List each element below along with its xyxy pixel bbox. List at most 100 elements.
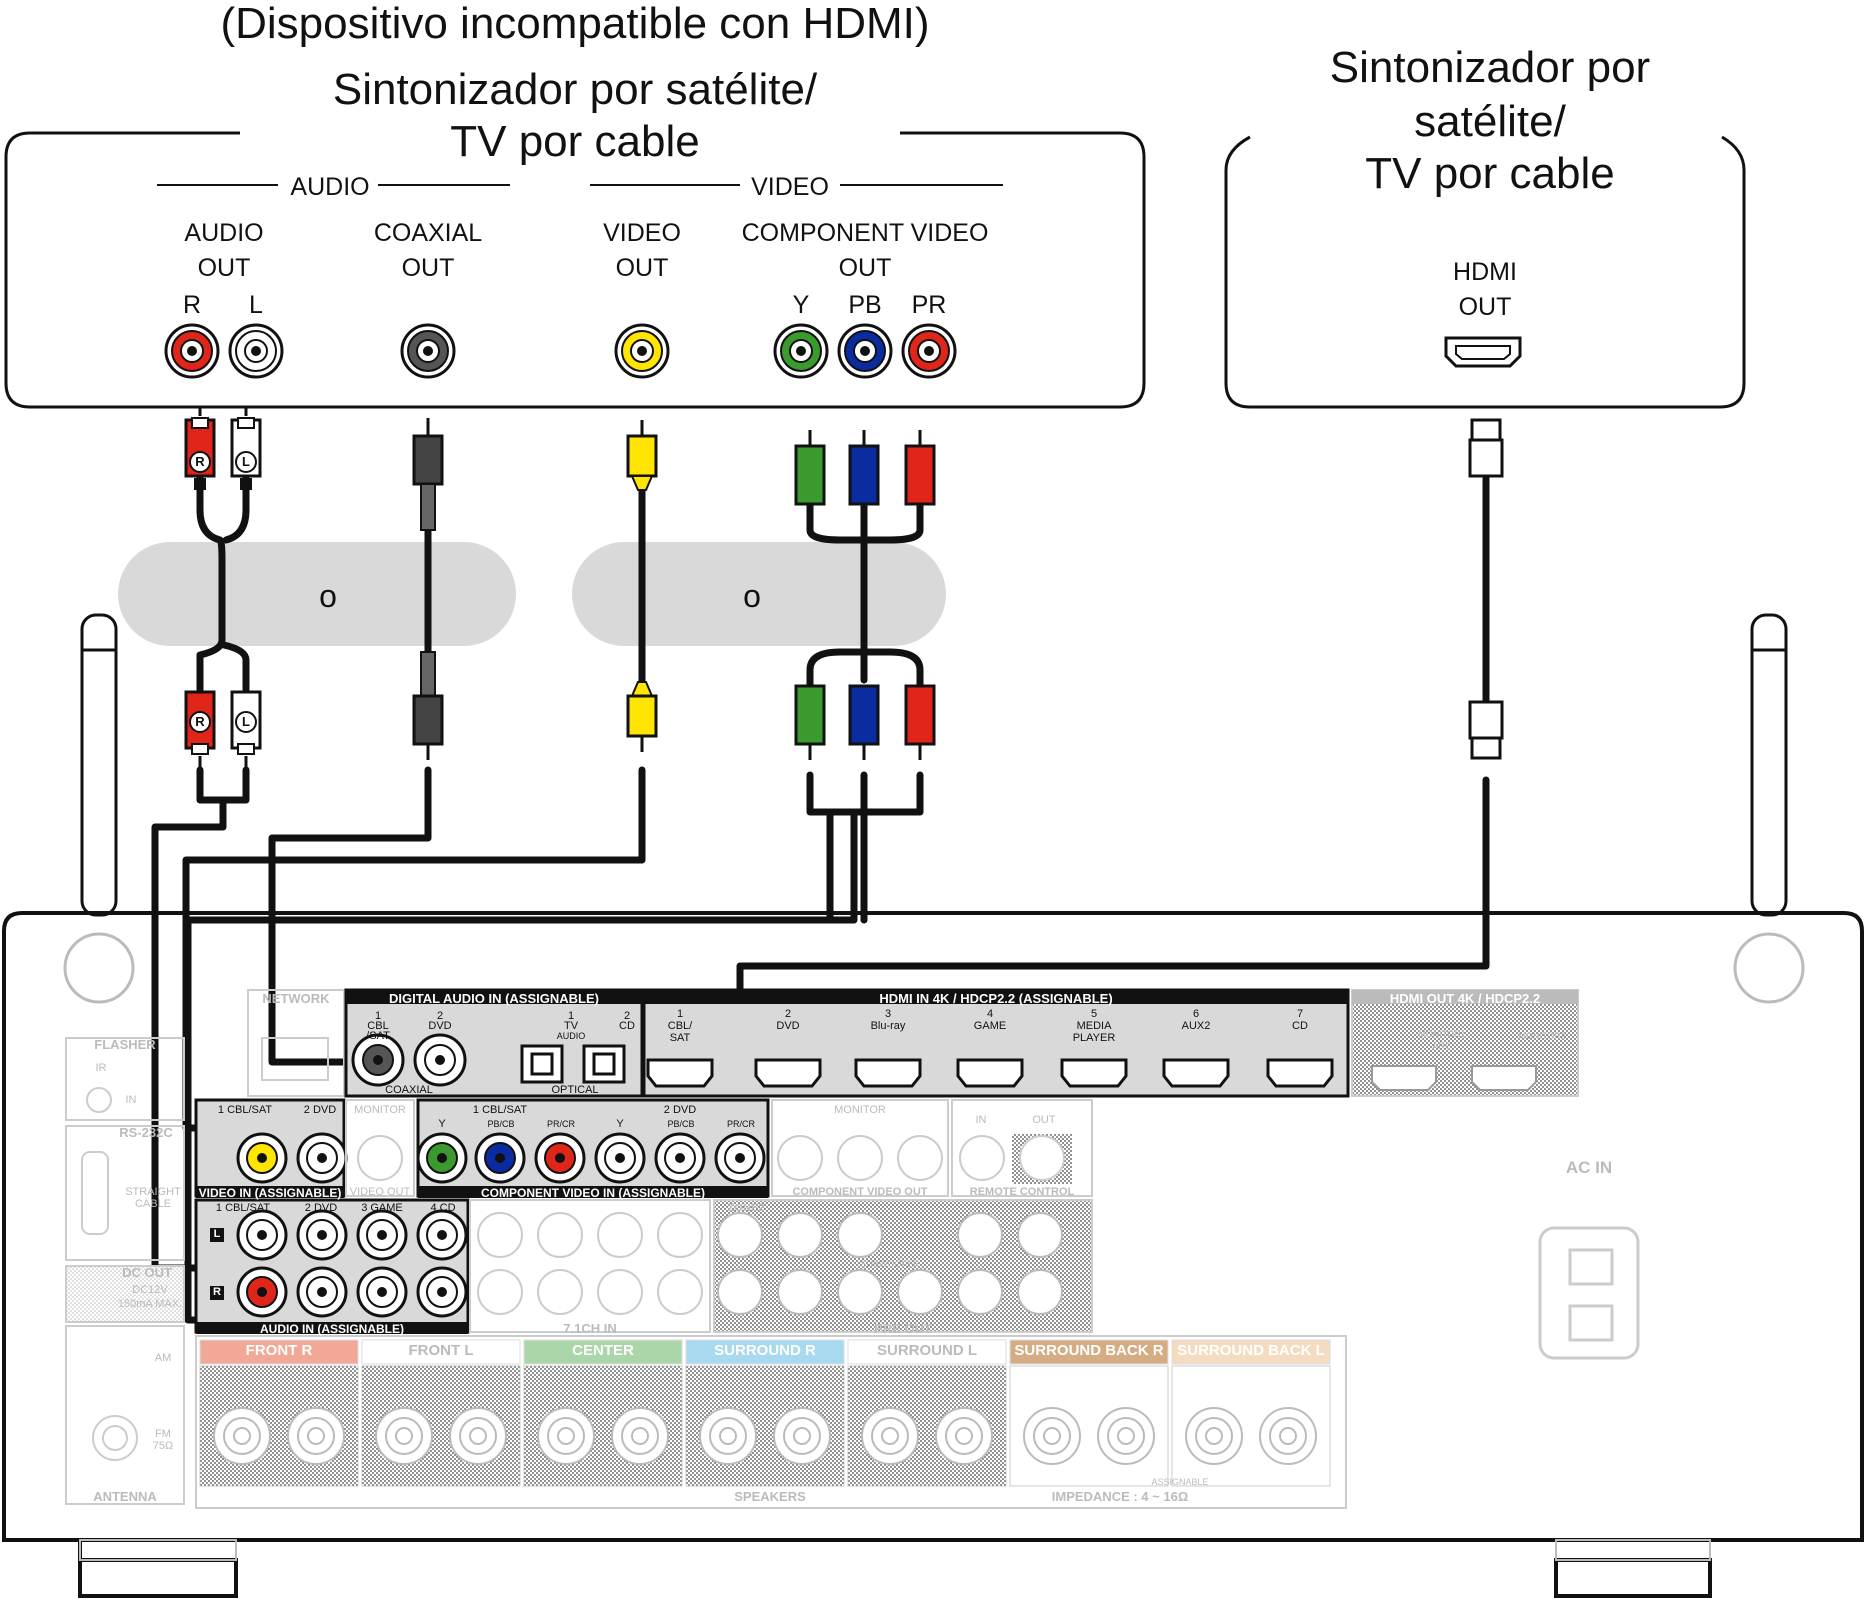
assignable-label: ASSIGNABLE <box>1151 1477 1209 1487</box>
opt-1b: TV <box>563 1020 579 1032</box>
ir-label: IR <box>95 1062 107 1074</box>
component-2-label: 2 DVD <box>663 1104 697 1116</box>
hdmi-input-name-4: GAME <box>973 1020 1007 1032</box>
speaker-post-2-2 <box>469 1427 487 1445</box>
hdmi-out-label: HDMI OUT 4K / HDCP2.2 <box>1389 991 1541 1006</box>
speaker-post-4-1 <box>719 1427 737 1445</box>
opt-2b: CD <box>619 1020 635 1032</box>
hdmi-input-num-4: 4 <box>986 1008 994 1020</box>
flasher-label: FLASHER <box>94 1037 156 1052</box>
dig-1c: /SAT <box>366 1030 390 1042</box>
network-label: NETWORK <box>262 991 330 1006</box>
remote-in-label: IN <box>975 1114 987 1126</box>
video-out-label-2: OUT <box>615 254 669 282</box>
speaker-terminal-block <box>195 1335 1347 1509</box>
component-plugs-top <box>794 430 936 506</box>
speaker-post-2-1 <box>395 1427 413 1445</box>
audio-in-l-mark: L <box>213 1228 221 1240</box>
speaker-label-4: SURROUND R <box>714 1342 816 1359</box>
audio-in-1-label: 1 CBL/SAT <box>215 1202 271 1214</box>
speaker-label-6: SURROUND BACK R <box>1014 1342 1164 1359</box>
group-audio-label: AUDIO <box>290 173 370 201</box>
video-in-label: VIDEO IN (ASSIGNABLE) <box>198 1186 342 1200</box>
hdmi-out-label-1: HDMI <box>1453 258 1517 286</box>
or-label-left: o <box>319 578 337 614</box>
left-io-column <box>65 1037 185 1505</box>
speaker-header-6 <box>1009 1339 1169 1365</box>
incompatible-note: (Dispositivo incompatible con HDMI) <box>220 0 930 48</box>
receiver-chassis <box>2 911 1864 1542</box>
plug-l-mark-bottom: L <box>242 714 250 729</box>
audio-in-jacks <box>236 1209 468 1318</box>
rca-plug-l-top <box>230 406 262 490</box>
speaker-post-7-1 <box>1205 1427 1223 1445</box>
opt-2: 2 <box>623 1010 631 1022</box>
hdmi-input-num-6: 6 <box>1192 1008 1200 1020</box>
antenna-label: ANTENNA <box>93 1489 157 1504</box>
speaker-label-3: CENTER <box>572 1342 634 1359</box>
hdmi-input-num-2: 2 <box>784 1008 792 1020</box>
dig-1b: CBL <box>367 1020 389 1032</box>
speaker-header-4 <box>685 1339 845 1365</box>
dc-out-label: DC OUT <box>122 1265 172 1280</box>
speaker-blocks <box>199 1339 1331 1487</box>
audio-in-3-label: 3 GAME <box>361 1202 403 1214</box>
speaker-post-3-2 <box>631 1427 649 1445</box>
am-label: AM <box>154 1352 172 1364</box>
digital-audio-in-label: DIGITAL AUDIO IN (ASSIGNABLE) <box>389 991 599 1006</box>
video-out-label: VIDEO OUT <box>349 1186 411 1198</box>
antenna-right <box>1733 613 1805 1004</box>
right-device-box <box>1224 135 1746 409</box>
video-in-1-label: 1 CBL/SAT <box>217 1104 273 1116</box>
fm-ohm-label: 75Ω <box>152 1440 174 1452</box>
speaker-post-5-1 <box>881 1427 899 1445</box>
comp-monitor-label: MONITOR <box>834 1104 886 1116</box>
audio-in-2-label: 2 DVD <box>304 1202 338 1214</box>
subwoofer-label: SUBWOOFER <box>860 1259 920 1269</box>
component-in-jacks <box>416 1132 766 1184</box>
coaxial-plug-bottom <box>412 651 444 760</box>
component-pr-jack <box>901 323 957 379</box>
comp-y-label-2: Y <box>616 1118 624 1130</box>
hdmi-in-label: HDMI IN 4K / HDCP2.2 (ASSIGNABLE) <box>879 991 1113 1006</box>
audio-out-label-2: OUT <box>197 254 251 282</box>
right-device-title-line1: Sintonizador por <box>1329 43 1651 92</box>
arc-label: ARC <box>1432 1041 1452 1051</box>
component-in-label: COMPONENT VIDEO IN (ASSIGNABLE) <box>480 1186 705 1200</box>
speaker-post-3-1 <box>557 1427 575 1445</box>
speaker-post-6-2 <box>1117 1427 1135 1445</box>
or-oval-left <box>118 542 516 646</box>
opt-1c: AUDIO <box>556 1031 586 1041</box>
hdmi-out-port <box>1444 336 1522 368</box>
hdmi-plug-top <box>1468 418 1504 478</box>
in-label: IN <box>125 1094 137 1106</box>
speaker-label-7: SURROUND BACK L <box>1177 1342 1325 1359</box>
fm-label: FM <box>155 1428 171 1440</box>
hdmi-input-num-3: 3 <box>884 1008 892 1020</box>
dc-spec-label-2: 150mA MAX. <box>117 1298 183 1310</box>
comp-pr-label-1: PR/CR <box>546 1119 575 1129</box>
plug-r-mark-top: R <box>195 454 205 469</box>
hdmi-input-name2-1: SAT <box>669 1032 691 1044</box>
coaxial-plug-top <box>412 418 444 531</box>
hdmi-input-num-7: 7 <box>1296 1008 1304 1020</box>
hdmi-out-label-2: OUT <box>1458 293 1512 321</box>
video-in-jacks <box>236 1132 348 1184</box>
audio-out-label-1: AUDIO <box>184 219 264 247</box>
speaker-header-7 <box>1171 1339 1331 1365</box>
foot-left <box>78 1540 238 1598</box>
monitor1-label: MONITOR1 <box>1418 1029 1466 1039</box>
speaker-header-5 <box>847 1339 1007 1365</box>
hdmi-input-name2-5: PLAYER <box>1072 1032 1116 1044</box>
hdmi-input-name-3: Blu-ray <box>870 1020 906 1032</box>
speaker-post-1-1 <box>233 1427 251 1445</box>
coaxial-out-jack <box>400 323 456 379</box>
hdmi-input-name-5: MEDIA <box>1076 1020 1112 1032</box>
remote-out-label: OUT <box>1032 1114 1056 1126</box>
hdmi-plug-bottom <box>1468 700 1504 760</box>
video-out-label-1: VIDEO <box>603 219 681 247</box>
video-plug-top <box>626 420 658 491</box>
speaker-label-2: FRONT L <box>408 1342 474 1359</box>
